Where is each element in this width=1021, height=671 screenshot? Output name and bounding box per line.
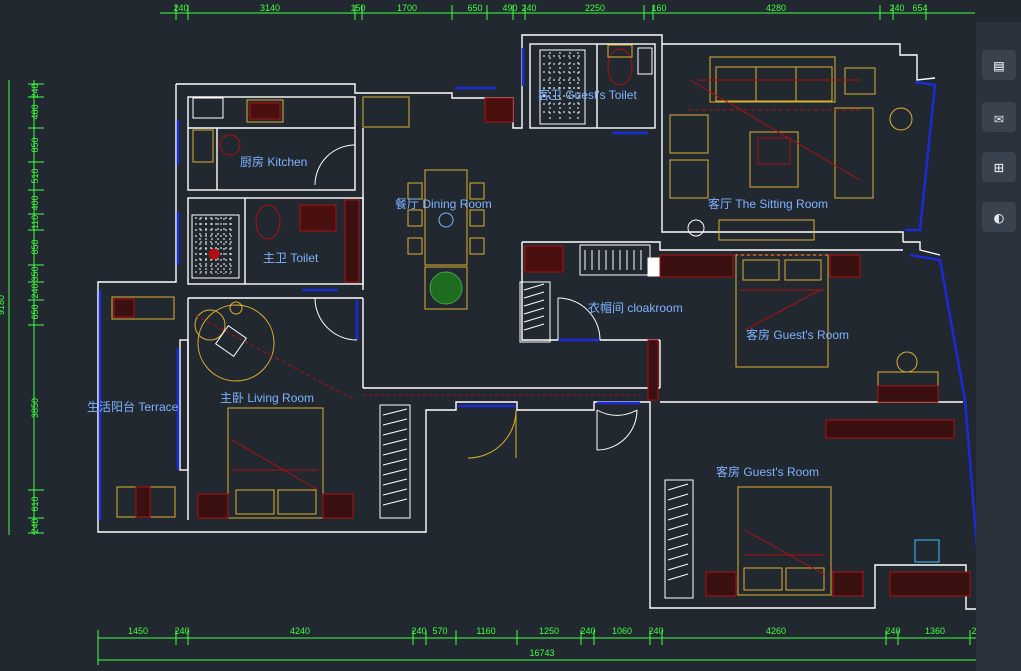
living-wardrobe [379,404,411,519]
guest-room-2-furniture [664,479,971,599]
living-room-furniture [194,301,356,519]
dim-left-1: 240 [30,83,40,98]
walls [97,34,990,610]
chat-icon[interactable]: ✉ [982,102,1016,132]
dim-bottom-2: 240 [174,626,189,636]
dim-bottom-13: 1360 [925,626,945,636]
dim-bottom-7: 1250 [539,626,559,636]
dim-left-9: 240 [30,283,40,298]
label-guest-room-2: 客房 Guest's Room [716,464,819,479]
right-toolbar: ▤ ✉ ⊞ ◐ [976,22,1021,671]
guest-toilet-furniture [539,44,653,125]
label-living: 主卧 Living Room [220,391,314,405]
palette-icon[interactable]: ◐ [982,202,1016,232]
dim-bottom-total: 16743 [529,648,554,658]
dim-left-11: 3850 [30,398,40,418]
dim-top-10: 4280 [766,3,786,13]
dim-top-12: 654 [912,3,927,13]
dim-top-1: 240 [173,3,188,13]
label-dining: 餐厅 Dining Room [395,196,492,211]
dim-bottom-9: 1060 [612,626,632,636]
dim-left-6: 110 [30,215,40,229]
dim-left-10: 650 [30,304,40,319]
dim-left-7: 850 [30,239,40,254]
dim-top-2: 3140 [260,3,280,13]
label-terrace: 生活阳台 Terrace [87,399,179,414]
toilet-furniture [191,199,360,283]
guest-room-1-furniture [647,254,955,439]
dim-top-3: 150 [350,3,365,13]
terrace-furniture [111,296,176,518]
dim-left-5: 400 [30,195,40,210]
label-guest-room-1: 客房 Guest's Room [746,327,849,342]
cloakroom-wardrobe [519,244,661,343]
dim-left-4: 510 [30,168,40,183]
dim-bottom-3: 4240 [290,626,310,636]
windows [98,48,992,601]
label-kitchen: 厨房 Kitchen [240,154,307,169]
dim-top-6: 490 [502,3,517,13]
dim-top-4: 1700 [397,3,417,13]
dim-left-total: 9180 [0,295,6,315]
label-guest-toilet: 客卫 Guest's Toilet [538,87,637,102]
dim-bottom-8: 240 [580,626,595,636]
dim-left-13: 240 [30,518,40,533]
label-toilet: 主卫 Toilet [263,251,319,265]
dining-table [407,169,485,310]
label-cloakroom: 衣帽间 cloakroom [588,300,683,315]
dim-top-5: 650 [467,3,482,13]
dim-left-3: 850 [30,137,40,152]
dim-bottom-4: 240 [411,626,426,636]
left-dimension-line [8,80,44,535]
dim-left-8: 350 [30,266,40,281]
dim-top-11: 240 [889,3,904,13]
dim-bottom-11: 4260 [766,626,786,636]
sitting-room-furniture [669,56,913,241]
dim-left-2: 480 [30,104,40,119]
label-sitting: 客厅 The Sitting Room [708,196,828,211]
top-dimension-line [160,5,975,20]
dim-bottom-12: 240 [885,626,900,636]
grid-icon[interactable]: ⊞ [982,152,1016,182]
entry-door [467,409,517,459]
dim-bottom-10: 240 [648,626,663,636]
dim-bottom-5: 570 [432,626,447,636]
dim-top-9: 160 [651,3,666,13]
dim-left-12: 610 [30,496,40,511]
dim-top-8: 2250 [585,3,605,13]
kitchen-furniture [192,96,514,163]
layers-icon[interactable]: ▤ [982,50,1016,80]
dim-bottom-6: 1160 [476,626,495,636]
dim-top-7: 240 [521,3,536,13]
beams [363,254,860,396]
dim-bottom-1: 1450 [128,626,148,636]
doors [314,144,638,451]
